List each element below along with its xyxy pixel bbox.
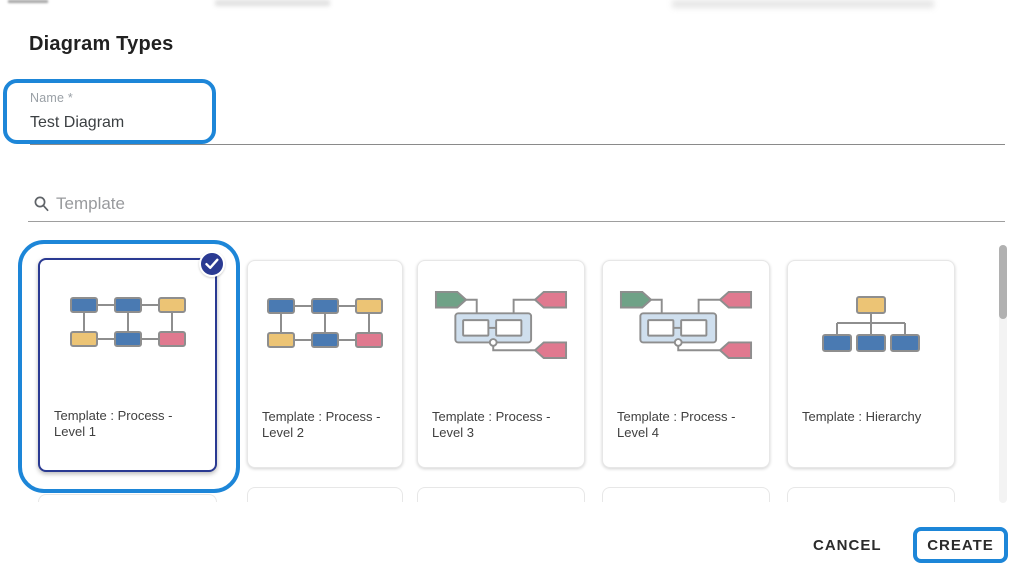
search-icon (34, 196, 49, 217)
template-card-hierarchy[interactable]: Template : Hierarchy (787, 260, 955, 468)
selected-check-icon (199, 251, 225, 277)
create-button[interactable]: CREATE (927, 536, 994, 554)
template-card-label: Template : Process - Level 1 (54, 408, 173, 439)
scrollbar-thumb[interactable] (999, 245, 1007, 319)
name-field-value[interactable]: Test Diagram (30, 114, 125, 131)
template-card-partial[interactable] (787, 487, 955, 502)
nested-process-thumbnail (418, 269, 584, 379)
template-card-process-level-4[interactable]: Template : Process - Level 4 (602, 260, 770, 468)
template-card-label: Template : Process - Level 2 (262, 409, 381, 440)
name-field-underline (30, 144, 1005, 145)
template-card-process-level-2[interactable]: Template : Process - Level 2 (247, 260, 403, 468)
template-card-process-level-1[interactable]: Template : Process - Level 1 (38, 258, 217, 472)
template-card-process-level-3[interactable]: Template : Process - Level 3 (417, 260, 585, 468)
template-search-input[interactable]: Template (56, 194, 125, 213)
hierarchy-thumbnail (788, 269, 954, 379)
nested-process-thumbnail (603, 269, 769, 379)
template-card-partial[interactable] (38, 494, 217, 502)
template-card-partial[interactable] (417, 487, 585, 502)
template-card-partial[interactable] (247, 487, 403, 502)
template-card-label: Template : Process - Level 3 (432, 409, 551, 440)
template-card-label: Template : Hierarchy (802, 409, 922, 424)
process-flow-thumbnail (248, 269, 402, 379)
template-card-partial[interactable] (602, 487, 770, 502)
name-field-label: Name * (30, 91, 73, 105)
background-artifact (8, 0, 48, 3)
scrollbar-track[interactable] (999, 245, 1007, 503)
background-artifact (672, 0, 934, 8)
template-card-label: Template : Process - Level 4 (617, 409, 736, 440)
process-flow-thumbnail (40, 268, 215, 378)
create-button-highlight: CREATE (913, 527, 1008, 563)
search-field-underline (28, 221, 1005, 222)
name-field-highlight (3, 79, 216, 144)
background-artifact (215, 0, 330, 6)
dialog-title: Diagram Types (29, 33, 174, 55)
cancel-button[interactable]: CANCEL (805, 533, 890, 558)
